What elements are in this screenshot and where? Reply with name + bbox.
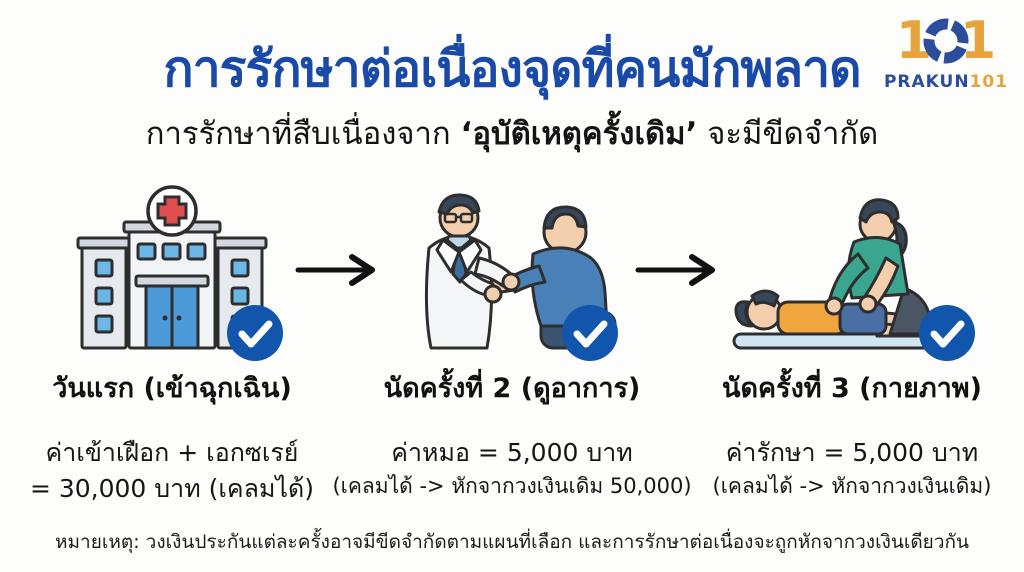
step1-cost-line2: = 30,000 บาท (เคลมได้)	[29, 474, 315, 504]
subtitle-suffix: จะมีขีดจำกัด	[697, 116, 879, 152]
step1-cost-line1: ค่าเข้าเฝือก + เอกซเรย์	[45, 438, 299, 467]
check-badge-icon	[919, 305, 975, 361]
step3-cost-line1: ค่ารักษา = 5,000 บาท	[725, 438, 979, 467]
logo-brand-blue: PRAKUN	[883, 72, 970, 92]
footer-note: หมายเหตุ: วงเงินประกันแต่ละครั้งอาจมีขีด…	[55, 531, 969, 553]
step3-cost: ค่ารักษา = 5,000 บาท (เคลมได้ -> หักจากว…	[713, 435, 992, 502]
step-third-visit: นัดครั้งที่ 3 (กายภาพ) ค่ารักษา = 5,000 …	[708, 178, 996, 502]
steps-row: วันแรก (เข้าฉุกเฉิน) ค่าเข้าเฝือก + เอกซ…	[28, 178, 996, 508]
arrow-1-cell	[295, 253, 375, 287]
step3-label: นัดครั้งที่ 3 (กายภาพ)	[722, 373, 982, 404]
page-title: การรักษาต่อเนื่องจุดที่คนมักพลาด	[163, 40, 861, 98]
page-subtitle: การรักษาที่สืบเนื่องจาก ‘อุบัติเหตุครั้ง…	[0, 108, 1024, 158]
check-badge-icon	[227, 305, 283, 361]
step2-label: นัดครั้งที่ 2 (ดูอาการ)	[383, 373, 641, 404]
step2-cost: ค่าหมอ = 5,000 บาท (เคลมได้ -> หักจากวงเ…	[332, 435, 691, 502]
logo-ring-icon	[923, 18, 969, 64]
prakun101-logo: 1 1 PRAKUN101	[884, 12, 1008, 92]
step2-cost-line2: (เคลมได้ -> หักจากวงเงินเดิม 50,000)	[332, 474, 692, 499]
logo-digit-right: 1	[960, 11, 997, 71]
subtitle-prefix: การรักษาที่สืบเนื่องจาก	[145, 116, 461, 152]
logo-brand-text: PRAKUN101	[884, 72, 1008, 92]
step-second-visit: นัดครั้งที่ 2 (ดูอาการ) ค่าหมอ = 5,000 บ…	[332, 178, 692, 502]
arrow-2-cell	[635, 253, 715, 287]
step2-illustration-wrap	[399, 178, 625, 361]
logo-numerals: 1 1	[896, 12, 996, 70]
step1-cost: ค่าเข้าเฝือก + เอกซเรย์ = 30,000 บาท (เค…	[30, 435, 314, 508]
step3-cost-line2: (เคลมได้ -> หักจากวงเงินเดิม)	[712, 474, 992, 499]
doctor-checkup-icon	[424, 193, 617, 350]
logo-brand-orange: 101	[969, 72, 1009, 92]
step-first-day: วันแรก (เข้าฉุกเฉิน) ค่าเข้าเฝือก + เอกซ…	[28, 178, 316, 508]
hospital-building-icon	[76, 185, 268, 350]
arrow-right-icon	[635, 254, 715, 286]
step1-label: วันแรก (เข้าฉุกเฉิน)	[52, 373, 292, 404]
arrow-right-icon	[295, 254, 375, 286]
step2-cost-line1: ค่าหมอ = 5,000 บาท	[391, 438, 633, 467]
subtitle-highlight: ‘อุบัติเหตุครั้งเดิม’	[460, 116, 698, 152]
check-badge-icon	[562, 305, 618, 361]
step3-illustration-wrap	[728, 178, 976, 361]
step1-illustration-wrap	[72, 178, 283, 361]
